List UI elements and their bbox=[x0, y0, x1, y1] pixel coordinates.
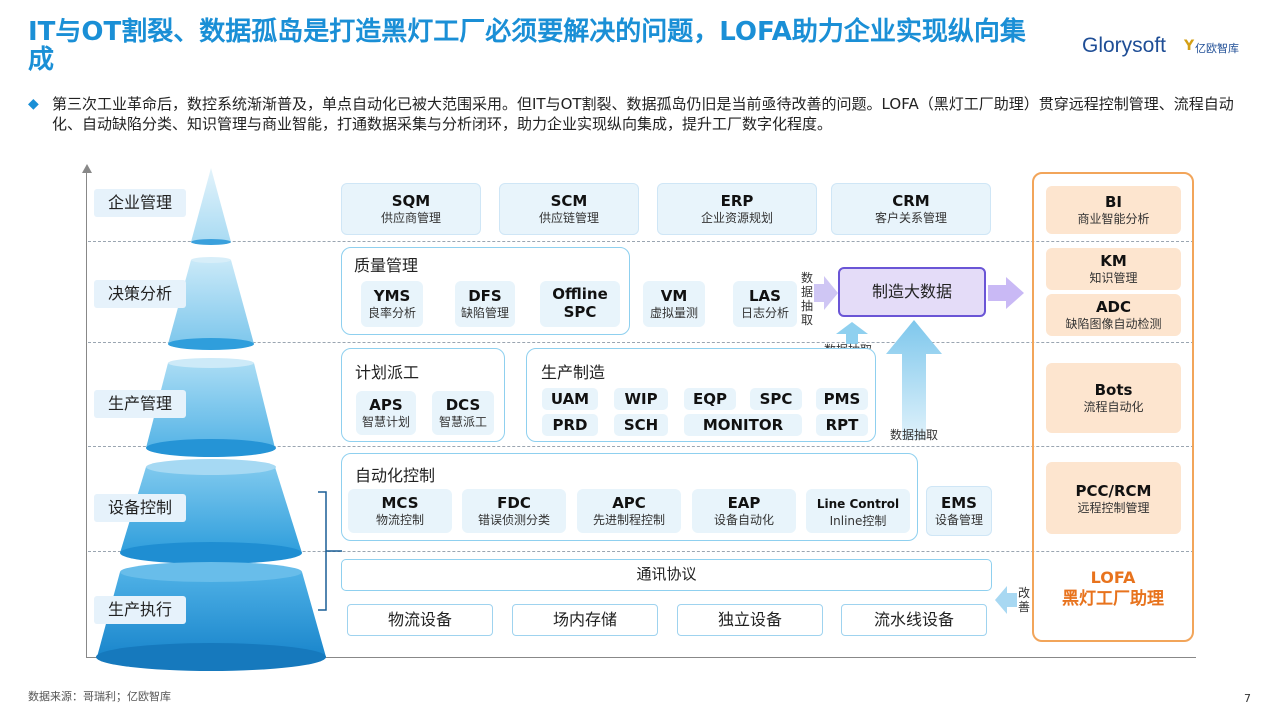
production-prd: PRD bbox=[542, 414, 598, 436]
pyramid-cones bbox=[96, 168, 326, 671]
production-pms: PMS bbox=[816, 388, 868, 410]
lofa-panel bbox=[1032, 172, 1194, 642]
equipment-logistics: 物流设备 bbox=[347, 604, 493, 636]
data-extract-label-2: 数据抽取 bbox=[890, 428, 939, 442]
page-number: 7 bbox=[1244, 692, 1251, 705]
arrow-up-large-icon bbox=[886, 320, 942, 440]
bracket bbox=[318, 491, 342, 611]
automation-group-title: 自动化控制 bbox=[355, 466, 436, 485]
production-group-title: 生产制造 bbox=[541, 363, 606, 382]
production-eqp: EQP bbox=[684, 388, 736, 410]
separator-line bbox=[88, 446, 1194, 447]
diamond-bullet-icon: ◆ bbox=[28, 96, 39, 112]
arrow-right-icon bbox=[814, 276, 838, 310]
production-spc: SPC bbox=[750, 388, 802, 410]
level-production: 生产管理 bbox=[94, 390, 187, 418]
glorysoft-logo: Glorysoft bbox=[1082, 34, 1167, 57]
quality-group-title: 质量管理 bbox=[354, 256, 419, 275]
production-uam: UAM bbox=[542, 388, 598, 410]
separator-line bbox=[88, 551, 1194, 552]
production-rpt: RPT bbox=[816, 414, 868, 436]
intro-paragraph: ◆ 第三次工业革命后，数控系统渐渐普及，单点自动化已被大范围采用。但IT与OT割… bbox=[28, 94, 1253, 134]
cone-equipment bbox=[120, 459, 302, 564]
yiou-logo-text: 亿欧智库 bbox=[1195, 42, 1239, 55]
communication-protocol: 通讯协议 bbox=[341, 559, 992, 591]
axis-arrow-icon bbox=[82, 164, 92, 173]
production-sch: SCH bbox=[614, 414, 668, 436]
x-axis bbox=[86, 657, 1196, 658]
page-title: IT与OT割裂、数据孤岛是打造黑灯工厂必须要解决的问题，LOFA助力企业实现纵向… bbox=[28, 17, 1026, 75]
data-source: 数据来源：哥瑞利；亿欧智库 bbox=[28, 690, 171, 703]
level-execution: 生产执行 bbox=[94, 596, 187, 624]
equipment-standalone: 独立设备 bbox=[677, 604, 823, 636]
separator-line bbox=[88, 342, 1194, 343]
arrow-to-lofa-icon bbox=[988, 277, 1024, 309]
arrow-up-small-icon bbox=[836, 322, 868, 344]
data-extract-vertical-label: 数据抽取 bbox=[800, 271, 813, 327]
brand-logo: Glorysoft Y 亿欧智库 bbox=[1082, 34, 1262, 64]
arrow-left-icon bbox=[995, 586, 1017, 614]
lofa-label: LOFA 黑灯工厂助理 bbox=[1062, 568, 1164, 609]
improve-label: 改善 bbox=[1017, 586, 1030, 614]
cone-decision bbox=[168, 257, 254, 350]
yiou-logo-icon: Y bbox=[1184, 38, 1195, 54]
level-enterprise: 企业管理 bbox=[94, 189, 187, 217]
production-wip: WIP bbox=[614, 388, 668, 410]
cone-execution bbox=[96, 562, 326, 671]
equipment-storage: 场内存储 bbox=[512, 604, 658, 636]
equipment-assembly-line: 流水线设备 bbox=[841, 604, 987, 636]
production-monitor: MONITOR bbox=[684, 414, 802, 436]
cone-production bbox=[146, 358, 276, 457]
manufacturing-big-data: 制造大数据 bbox=[838, 267, 986, 317]
level-decision: 决策分析 bbox=[94, 280, 187, 308]
separator-line bbox=[88, 241, 1194, 242]
intro-text: 第三次工业革命后，数控系统渐渐普及，单点自动化已被大范围采用。但IT与OT割裂、… bbox=[52, 95, 1234, 133]
y-axis bbox=[86, 170, 87, 658]
level-equipment: 设备控制 bbox=[94, 494, 187, 522]
cone-enterprise bbox=[191, 168, 231, 245]
planning-group-title: 计划派工 bbox=[355, 363, 420, 382]
